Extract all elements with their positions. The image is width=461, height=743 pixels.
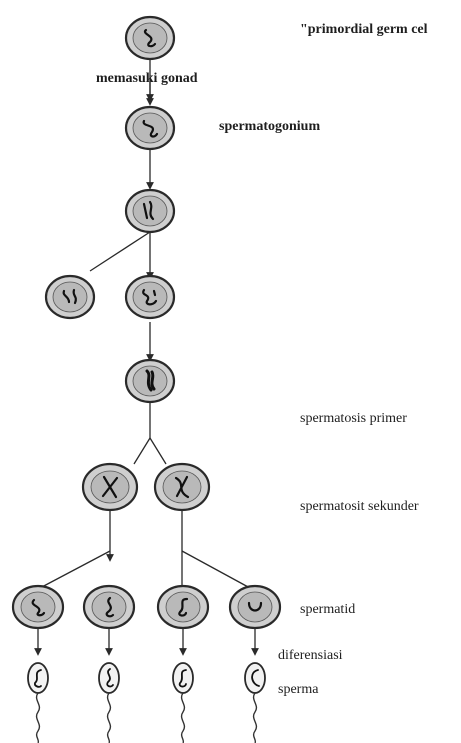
secondary-spermatocyte-cell-left xyxy=(81,462,139,512)
sperm-3 xyxy=(172,662,194,743)
primordial-germ-cell xyxy=(124,15,176,61)
label-sperma: sperma xyxy=(278,682,319,697)
spermatid-cell-1 xyxy=(11,584,65,630)
sperm-4 xyxy=(244,662,266,743)
daughter-cell-left xyxy=(44,274,96,320)
label-memasuki-gonad: memasuki gonad xyxy=(96,71,198,86)
spermatid-cell-4 xyxy=(228,584,282,630)
branch-left-secondary-to-spermatid-1 xyxy=(39,550,111,589)
primary-spermatocyte-cell xyxy=(124,358,176,404)
sperm-1 xyxy=(27,662,49,743)
spermatid-cell-3 xyxy=(156,584,210,630)
spermatogonium-cell xyxy=(124,105,176,151)
dividing-spermatogonium-cell xyxy=(124,188,176,234)
secondary-spermatocyte-cell-right xyxy=(153,462,211,512)
label-spermatid: spermatid xyxy=(300,602,356,617)
label-primordial-germ-cell: "primordial germ cel xyxy=(300,22,428,37)
split-left xyxy=(133,437,151,465)
spermatid-cell-2 xyxy=(82,584,136,630)
label-spermatosit-sekunder: spermatosit sekunder xyxy=(300,499,419,514)
label-spermatogonium: spermatogonium xyxy=(219,119,321,134)
label-diferensiasi: diferensiasi xyxy=(278,648,343,663)
split-right xyxy=(149,437,167,465)
label-spermatosis-primer: spermatosis primer xyxy=(300,411,407,426)
branch-to-left-daughter xyxy=(89,231,151,272)
daughter-cell-right xyxy=(124,274,176,320)
branch-right-secondary-to-spermatid-4 xyxy=(181,550,251,589)
sperm-2 xyxy=(98,662,120,743)
flow-lines xyxy=(34,60,259,656)
